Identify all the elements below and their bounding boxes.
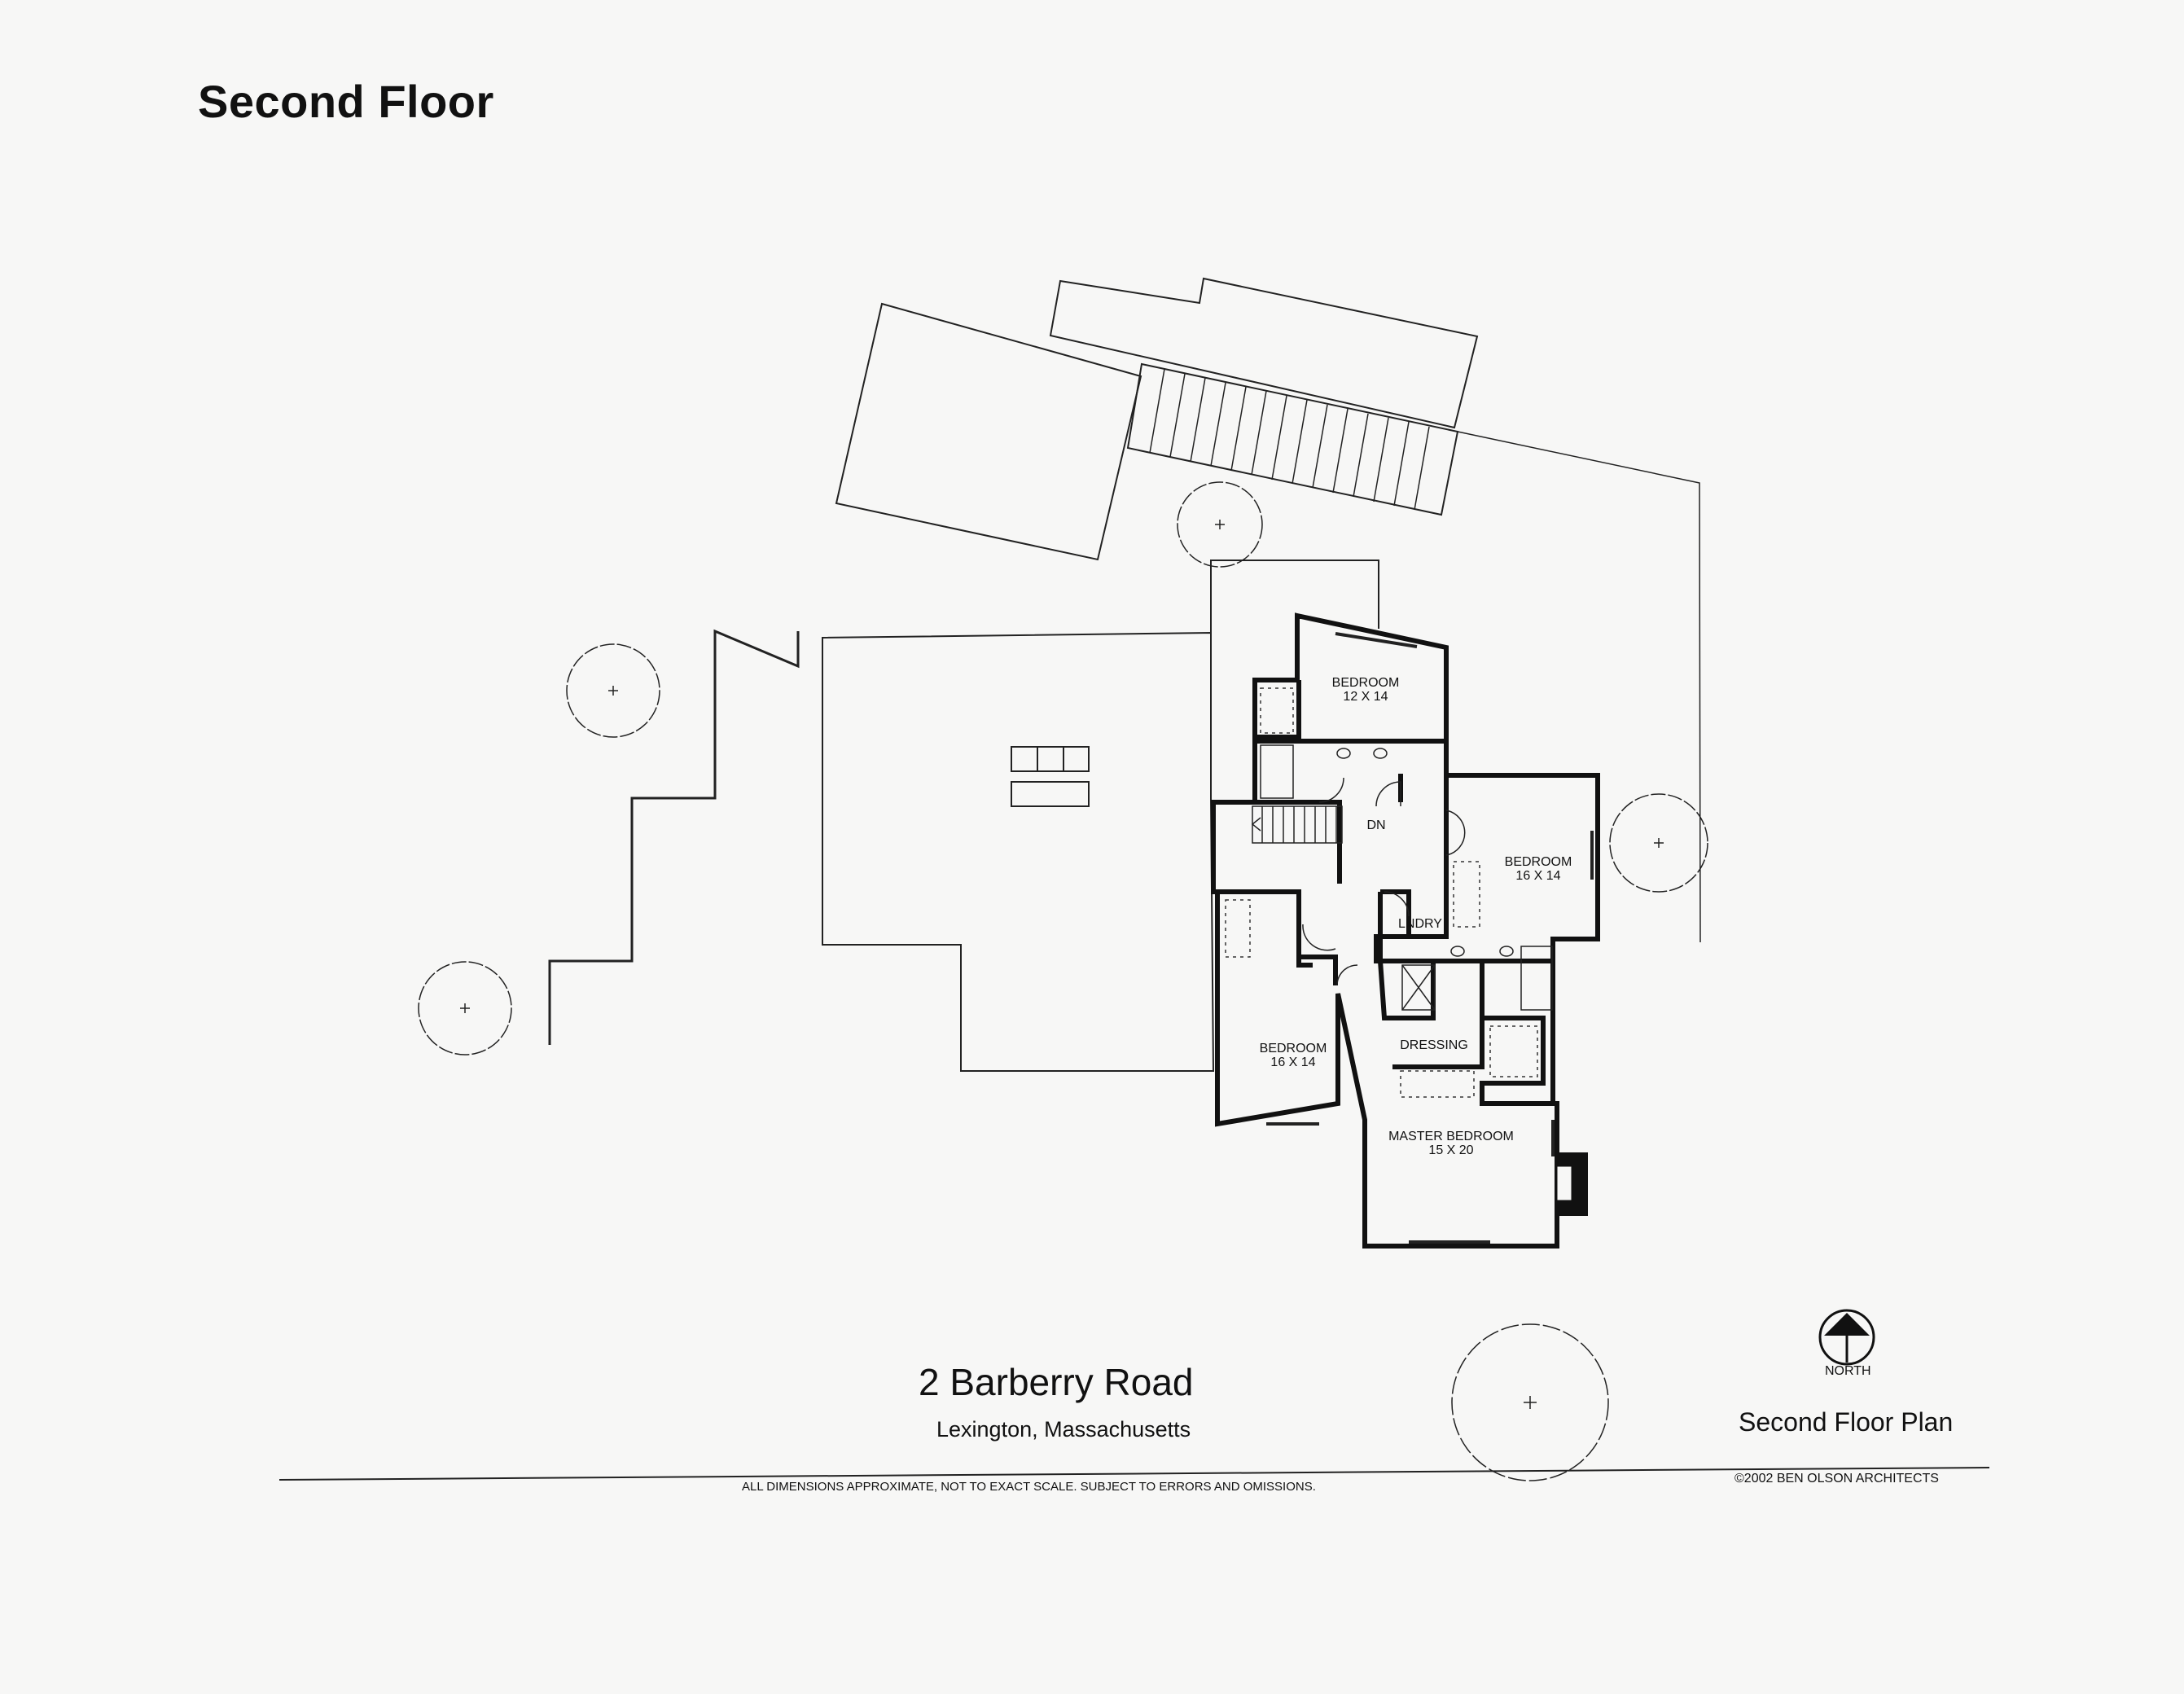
- tree-icon: [566, 643, 660, 738]
- tree-icon: [1177, 481, 1263, 568]
- address-city: Lexington, Massachusetts: [936, 1417, 1191, 1442]
- bath-fixtures: [1260, 744, 1553, 1011]
- first-floor-roof-outline: [822, 631, 1215, 1072]
- address-title: 2 Barberry Road: [919, 1361, 1194, 1403]
- north-arrow-icon: [1818, 1309, 1875, 1366]
- stairs-label: DN: [1366, 818, 1385, 832]
- tree-icon: [418, 961, 512, 1055]
- interior-wall: [1296, 955, 1338, 985]
- tree-icon: [1451, 1323, 1609, 1481]
- garage-roof-outline: [1049, 277, 1479, 429]
- closets: [1225, 687, 1538, 1098]
- plan-title: Second Floor Plan: [1739, 1407, 1954, 1437]
- copyright: ©2002 BEN OLSON ARCHITECTS: [1734, 1472, 1939, 1486]
- room-size: 15 X 20: [1428, 1143, 1473, 1157]
- fireplace-icon: [1556, 1152, 1588, 1216]
- room-label: BEDROOM: [1505, 855, 1572, 869]
- deck-slats: [1149, 368, 1430, 511]
- interior-wall: [1217, 889, 1313, 968]
- interior-wall: [1480, 959, 1555, 1104]
- deck-outline: [1126, 362, 1459, 516]
- room-label: MASTER BEDROOM: [1388, 1130, 1514, 1143]
- stair-icon: [1251, 805, 1343, 844]
- disclaimer: ALL DIMENSIONS APPROXIMATE, NOT TO EXACT…: [742, 1480, 1316, 1494]
- room-size: 12 X 14: [1343, 690, 1388, 704]
- skylight: [1011, 746, 1090, 772]
- fence-right: [1457, 431, 1701, 943]
- north-label: NORTH: [1825, 1364, 1871, 1378]
- skylight: [1011, 781, 1090, 807]
- room-label: BEDROOM: [1260, 1042, 1327, 1055]
- page-title: Second Floor: [198, 76, 494, 127]
- interior-wall: [1255, 680, 1301, 739]
- interior-wall: [1374, 775, 1490, 963]
- room-label: LNDRY: [1398, 917, 1442, 931]
- title-rule: [278, 1467, 1990, 1481]
- room-label: BEDROOM: [1332, 676, 1400, 690]
- upper-roof-outline: [835, 302, 1142, 561]
- room-size: 16 X 14: [1270, 1055, 1315, 1069]
- room-size: 16 X 14: [1515, 869, 1560, 883]
- lower-roof-outline: [1210, 560, 1379, 647]
- room-label: DRESSING: [1400, 1038, 1468, 1052]
- house-outer-wall: [1211, 612, 1600, 1249]
- interior-wall: [1213, 800, 1342, 884]
- interior-wall: [1392, 1016, 1557, 1106]
- retaining-wall: [548, 629, 800, 1045]
- tree-icon: [1609, 793, 1708, 893]
- windows: [1266, 632, 1594, 1244]
- door-swings: [1302, 777, 1466, 986]
- interior-wall: [1378, 892, 1436, 1020]
